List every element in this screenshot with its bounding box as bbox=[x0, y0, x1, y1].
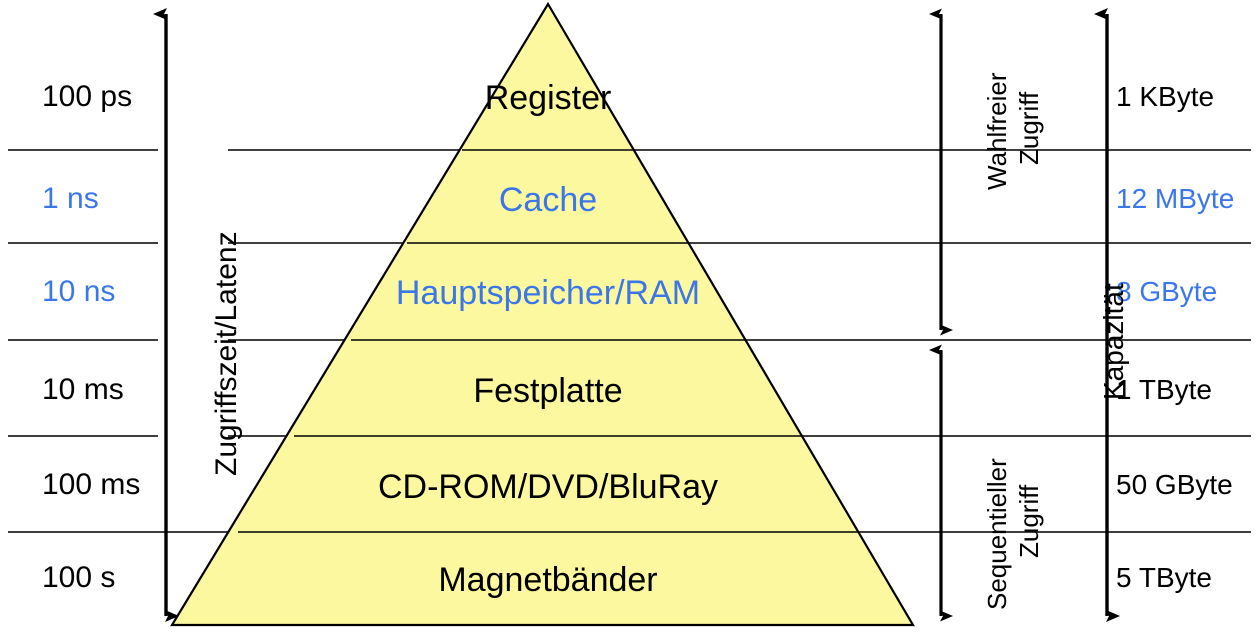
capacity-value-tape: 5 TByte bbox=[1116, 562, 1212, 593]
latency-value-optical: 100 ms bbox=[42, 468, 141, 501]
latency-value-tape: 100 s bbox=[42, 561, 116, 594]
tier-label-ram: Hauptspeicher/RAM bbox=[395, 274, 701, 312]
random-access-label-line2: Zugriff bbox=[1014, 91, 1044, 165]
random-access-label-line1: Wahlfreier bbox=[982, 72, 1012, 190]
capacity-value-hdd: 1 TByte bbox=[1116, 374, 1212, 405]
tier-label-tape: Magnetbänder bbox=[438, 561, 658, 599]
capacity-value-optical: 50 GByte bbox=[1116, 469, 1233, 500]
capacity-axis-title: Kapazität bbox=[1098, 283, 1129, 400]
tier-label-register: Register bbox=[484, 79, 612, 117]
latency-value-ram: 10 ns bbox=[42, 275, 116, 308]
latency-value-hdd: 10 ms bbox=[42, 373, 124, 406]
pyramid-shape bbox=[170, 1, 915, 627]
sequential-access-label-line2: Zugriff bbox=[1014, 484, 1044, 558]
latency-value-register: 100 ps bbox=[42, 80, 133, 113]
capacity-value-register: 1 KByte bbox=[1116, 81, 1215, 112]
sequential-access-label-line1: Sequentieller bbox=[982, 458, 1012, 610]
tier-label-hdd: Festplatte bbox=[473, 372, 623, 410]
latency-value-cache: 1 ns bbox=[42, 182, 99, 215]
capacity-value-cache: 12 MByte bbox=[1116, 183, 1235, 214]
pyramid-body bbox=[170, 1, 915, 627]
latency-axis-title: Zugriffszeit/Latenz bbox=[210, 231, 243, 476]
tier-label-optical: CD-ROM/DVD/BluRay bbox=[377, 468, 719, 506]
pyramid-internal-lines bbox=[238, 149, 858, 533]
capacity-value-ram: 8 GByte bbox=[1116, 276, 1218, 307]
tier-label-cache: Cache bbox=[498, 181, 598, 219]
